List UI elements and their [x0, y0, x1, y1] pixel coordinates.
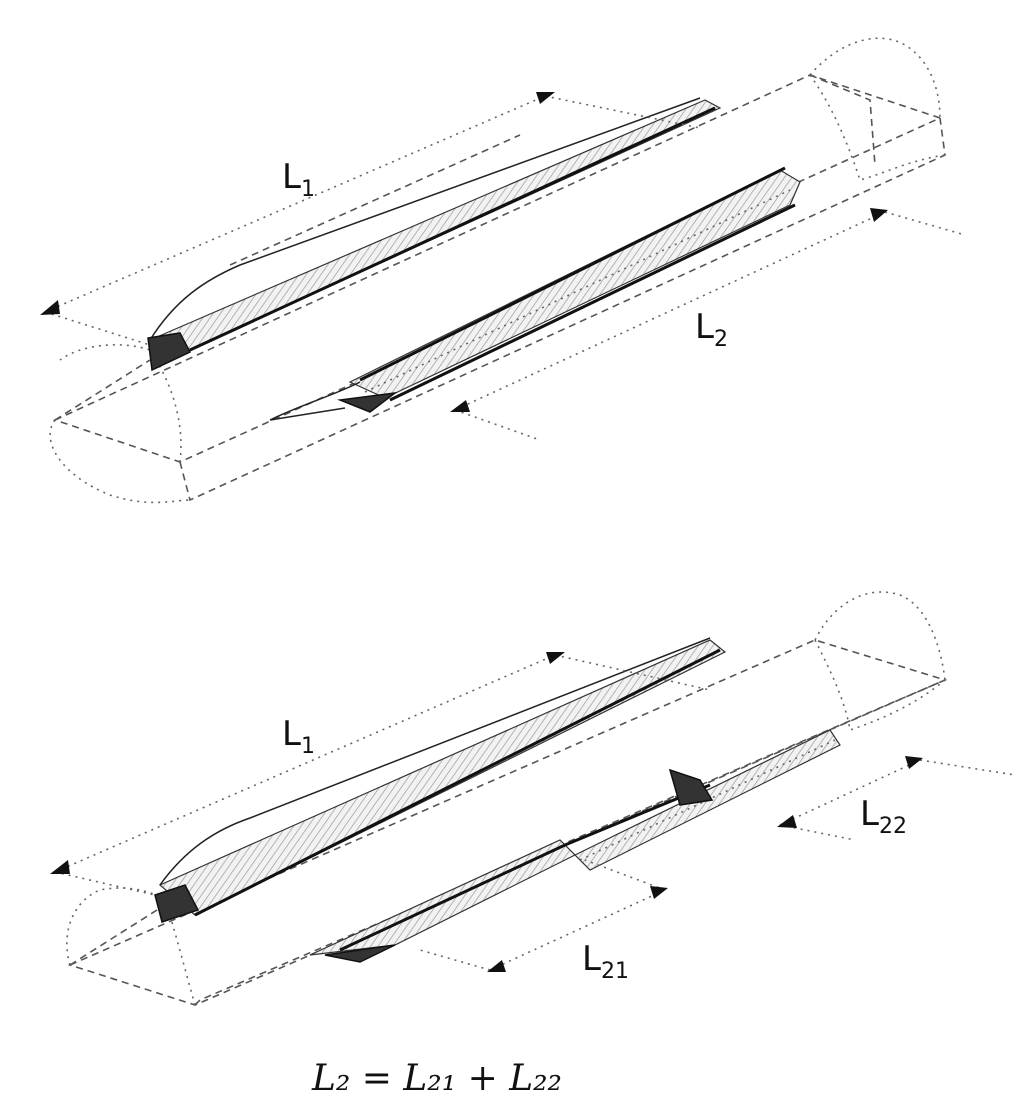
bottom-l21-arrow-left	[487, 960, 506, 972]
bottom-dimension-l1	[50, 652, 711, 896]
top-bar-1	[147, 97, 722, 372]
bottom-l1-arrow-left	[50, 860, 70, 874]
top-label-l2: L2	[695, 307, 728, 352]
top-dimension-l1	[40, 92, 701, 346]
top-label-l1: L1	[282, 157, 315, 202]
top-outer-body	[49, 37, 946, 504]
bottom-label-l22: L22	[860, 794, 907, 839]
top-l1-arrow-left	[40, 300, 60, 315]
bottom-l22-arrow-left	[777, 815, 797, 828]
bottom-dimension-l21	[419, 859, 668, 972]
top-l1-arrow-right	[536, 92, 555, 104]
top-dimension-l2	[450, 208, 966, 441]
bottom-label-l21: L21	[582, 939, 629, 984]
top-l2-arrow-right	[870, 208, 888, 222]
bottom-l22-arrow-right	[905, 756, 923, 769]
bottom-outer-body	[66, 591, 948, 1006]
bottom-label-l1: L1	[282, 714, 315, 759]
bottom-bar-1	[154, 637, 727, 923]
bottom-bar-2	[309, 729, 841, 963]
top-l2-arrow-left	[450, 400, 470, 412]
top-diagram: L1 L2	[40, 37, 966, 504]
bottom-diagram: L1 L21 L22	[50, 591, 1016, 1006]
bottom-dimension-l22	[777, 756, 1016, 841]
top-bar-2	[269, 166, 801, 421]
bottom-l1-arrow-right	[546, 652, 565, 664]
length-formula: L₂ = L₂₁ + L₂₂	[311, 1058, 562, 1099]
bottom-l21-arrow-right	[650, 886, 668, 899]
